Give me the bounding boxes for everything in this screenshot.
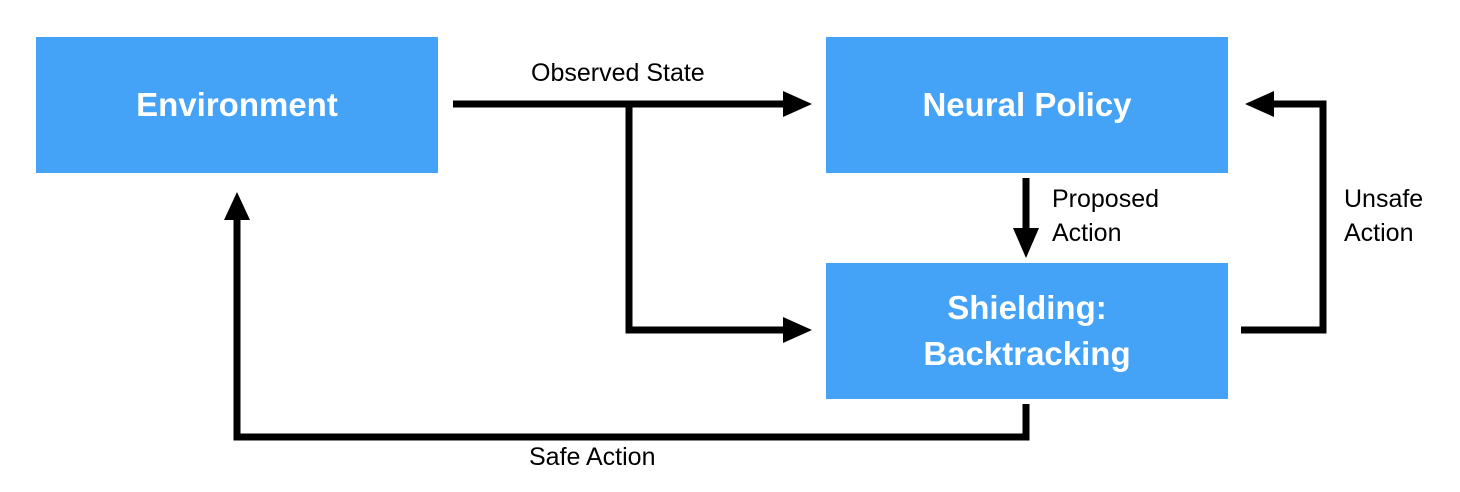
proposed-action-label: Proposed Action xyxy=(1052,182,1159,250)
unsafe-action-arrow xyxy=(1241,91,1327,334)
proposed-action-arrow xyxy=(1013,178,1039,258)
observed-state-arrow xyxy=(453,91,812,117)
unsafe-action-line1: Unsafe xyxy=(1344,185,1424,213)
shielding-label-line2: Backtracking xyxy=(923,335,1131,372)
environment-label: Environment xyxy=(136,86,338,123)
neural-policy-label: Neural Policy xyxy=(922,86,1132,123)
safe-action-arrow xyxy=(224,192,1030,441)
observed-state-label: Observed State xyxy=(531,56,705,90)
environment-node: Environment xyxy=(36,37,438,173)
neural-policy-node: Neural Policy xyxy=(826,37,1228,173)
shielding-label-line1: Shielding: xyxy=(947,289,1107,326)
safe-action-text: Safe Action xyxy=(529,443,656,471)
safe-action-label: Safe Action xyxy=(529,440,655,474)
shielding-node: Shielding: Backtracking xyxy=(826,263,1228,399)
proposed-action-line2: Action xyxy=(1052,219,1122,247)
observed-state-branch-arrow xyxy=(625,104,812,343)
observed-state-text: Observed State xyxy=(531,59,705,87)
unsafe-action-label: Unsafe Action xyxy=(1344,182,1423,250)
proposed-action-line1: Proposed xyxy=(1052,185,1160,213)
unsafe-action-line2: Action xyxy=(1344,219,1414,247)
